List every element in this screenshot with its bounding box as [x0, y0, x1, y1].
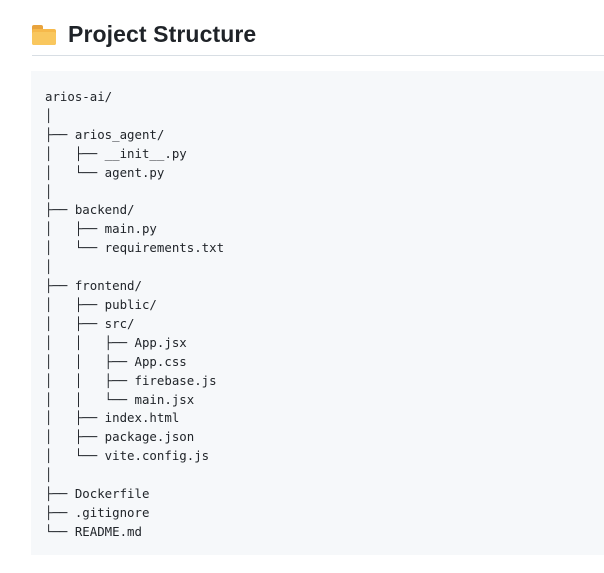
page-title: Project Structure	[68, 21, 257, 47]
section-heading: Project Structure	[32, 18, 604, 56]
directory-tree: arios-ai/ │ ├── arios_agent/ │ ├── __ini…	[45, 89, 225, 539]
folder-icon	[32, 24, 56, 45]
code-block: arios-ai/ │ ├── arios_agent/ │ ├── __ini…	[31, 71, 604, 555]
